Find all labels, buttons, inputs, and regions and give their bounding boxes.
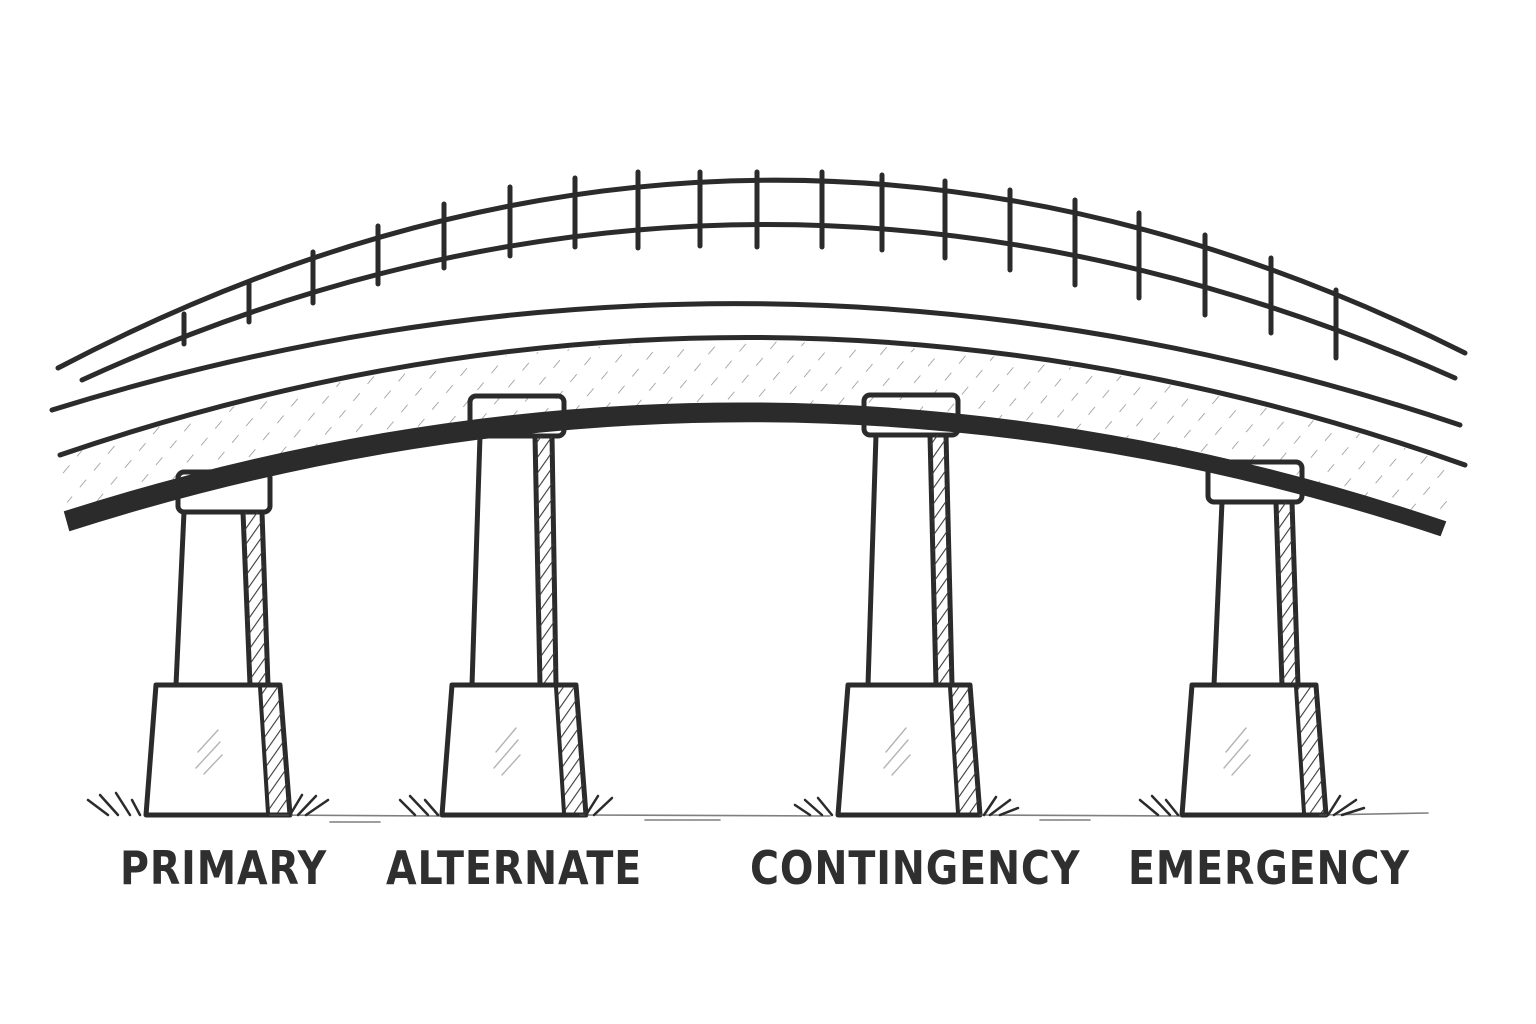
handrail-top: [55, 177, 1468, 371]
pier-emergency: [1179, 459, 1329, 818]
grass-tufts: [86, 791, 1366, 817]
pier-label-contingency: CONTINGENCY: [750, 841, 1081, 895]
pier-label-alternate: ALTERNATE: [386, 841, 643, 895]
pier-primary: [143, 469, 293, 818]
railing-bottom: [49, 301, 1463, 428]
pier-alternate: [439, 393, 589, 818]
handrail-inner: [79, 222, 1458, 383]
ground: [269, 812, 1429, 823]
pier-label-primary: PRIMARY: [120, 841, 328, 895]
pier-label-emergency: EMERGENCY: [1128, 841, 1410, 895]
pier-contingency: [835, 392, 983, 818]
deck-top-edge: [57, 334, 1468, 468]
balusters: [181, 169, 1339, 361]
deck-face: [60, 341, 1465, 520]
